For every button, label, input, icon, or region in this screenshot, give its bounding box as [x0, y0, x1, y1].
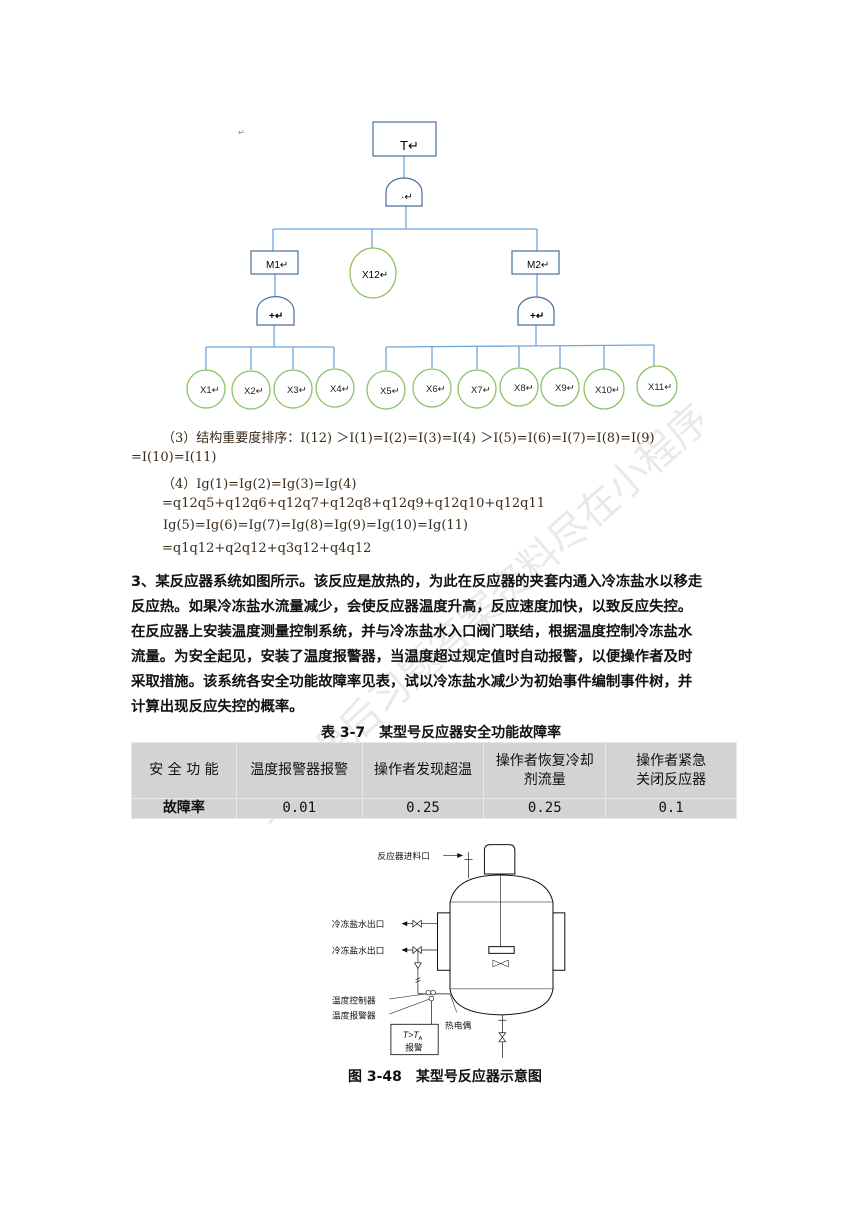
label-feed-inlet: 反应器进料口 — [377, 850, 430, 861]
basic-event-x6 — [412, 368, 452, 408]
label-x2: X2↵ — [244, 386, 264, 397]
reactor-vessel — [449, 874, 554, 1016]
label-x5: X5↵ — [380, 386, 400, 397]
svg-text:+↵: +↵ — [269, 311, 283, 322]
propeller — [492, 959, 509, 968]
answer-structural-importance-cont: =I(10)=I(11) — [131, 450, 217, 465]
svg-text:T↵: T↵ — [400, 138, 419, 153]
svg-text:X12↵: X12↵ — [362, 270, 388, 281]
basic-event-x3 — [273, 369, 313, 409]
problem-line: 在反应器上安装温度测量控制系统，并与冷冻盐水入口阀门联结，根据温度控制冷冻盐水 — [131, 624, 693, 640]
failure-rate-table: 安 全 功 能 温度报警器报警 操作者发现超温 操作者恢复冷却剂流量 操作者紧急… — [131, 742, 737, 819]
header-line: 操作者恢复冷却 — [495, 752, 594, 769]
header-line: 剂流量 — [523, 771, 566, 788]
temperature-controller — [425, 989, 432, 996]
label-brine-outlet-2: 冷冻盐水出口 — [332, 944, 385, 955]
header-cell: 温度报警器报警 — [235, 742, 363, 799]
reactor-schematic: 反应器进料口 冷冻盐水出口 冷冻盐水出口 温度控制器 温度报警器 热电偶 T>T… — [332, 844, 566, 1059]
problem-line: 3、某反应器系统如图所示。该反应是放热的，为此在反应器的夹套内通入冷冻盐水以移走 — [131, 574, 703, 590]
header-line: 关闭反应器 — [636, 771, 707, 788]
valve-outlet-1 — [412, 919, 422, 928]
answer-critical-importance: （4）Ig(1)=Ig(2)=Ig(3)=Ig(4) — [162, 477, 357, 492]
header-cell: 安 全 功 能 — [131, 742, 237, 799]
header-cell: 操作者恢复冷却剂流量 — [483, 742, 607, 799]
problem-line: 流量。为安全起见，安装了温度报警器，当温度超过规定值时自动报警，以便操作者及时 — [131, 649, 693, 665]
jacket-right — [552, 912, 566, 971]
top-event: T↵ — [372, 121, 437, 157]
svg-text:M2↵: M2↵ — [527, 260, 549, 271]
table-cell: 0.01 — [235, 798, 363, 819]
impeller — [488, 946, 515, 954]
valve-outlet-2 — [412, 945, 422, 955]
header-cell: 操作者发现超温 — [361, 742, 485, 799]
motor — [483, 844, 516, 875]
fault-tree-diagram: ↵ T↵ ·↵ M1↵ M2↵ X12↵ +↵ +↵ — [186, 121, 678, 410]
table-cell: 0.1 — [605, 798, 737, 819]
svg-text:M1↵: M1↵ — [266, 260, 288, 271]
label-x4: X4↵ — [330, 384, 350, 395]
label-x11: X11↵ — [648, 382, 672, 393]
table-caption: 表 3-7 某型号反应器安全功能故障率 — [321, 725, 562, 741]
table-header-row: 安 全 功 能 温度报警器报警 操作者发现超温 操作者恢复冷却剂流量 操作者紧急… — [131, 742, 737, 799]
basic-event-x1 — [186, 369, 226, 409]
basic-event-x5 — [366, 370, 406, 410]
basic-event-x9 — [540, 367, 580, 407]
basic-event-x8 — [499, 367, 539, 407]
label-temp-controller: 温度控制器 — [332, 994, 376, 1005]
svg-text:·↵: ·↵ — [401, 192, 413, 203]
label-x6: X6↵ — [426, 384, 446, 395]
basic-event-x12: X12↵ — [349, 247, 397, 299]
label-x3: X3↵ — [287, 385, 307, 396]
problem-line: 计算出现反应失控的概率。 — [131, 699, 304, 715]
alarm-condition: T>TA — [403, 1030, 423, 1042]
basic-event-x11 — [636, 365, 678, 407]
basic-event-x4 — [315, 368, 355, 408]
label-x9: X9↵ — [555, 383, 575, 394]
label-brine-outlet-1: 冷冻盐水出口 — [332, 918, 385, 929]
tree-connectors — [205, 156, 655, 370]
answer-equality-2: Ig(5)=Ig(6)=Ig(7)=Ig(8)=Ig(9)=Ig(10)=Ig(… — [163, 518, 468, 533]
intermediate-event-m1: M1↵ — [250, 250, 299, 275]
label-thermocouple: 热电偶 — [445, 1019, 472, 1030]
answer-structural-importance: （3）结构重要度排序：I(12) ＞I(1)=I(2)=I(3)=I(4) ＞I… — [162, 431, 655, 446]
jacket-left — [437, 912, 451, 971]
label-x7: X7↵ — [471, 385, 491, 396]
label-x10: X10↵ — [595, 385, 620, 396]
row-label: 故障率 — [131, 798, 237, 819]
alarm-label: 报警 — [405, 1042, 423, 1053]
paragraph-mark: ↵ — [238, 128, 245, 137]
answer-formula-1: =q12q5+q12q6+q12q7+q12q8+q12q9+q12q10+q1… — [162, 496, 545, 511]
figure-caption: 图 3-48 某型号反应器示意图 — [348, 1069, 542, 1085]
basic-event-x10 — [583, 368, 625, 410]
thermocouple-lead — [449, 993, 457, 1013]
problem-line: 采取措施。该系统各安全功能故障率见表，试以冷冻盐水减少为初始事件编制事件树，并 — [131, 674, 693, 690]
and-gate: ·↵ — [385, 177, 423, 207]
temperature-alarm — [428, 995, 435, 1002]
alarm-box — [390, 1023, 439, 1056]
valve-bottom — [498, 1032, 507, 1043]
label-x1: X1↵ — [200, 385, 220, 396]
header-cell: 操作者紧急关闭反应器 — [605, 742, 737, 799]
label-x8: X8↵ — [514, 383, 534, 394]
or-gate-right: +↵ — [517, 296, 555, 326]
intermediate-event-m2: M2↵ — [511, 250, 560, 275]
problem-statement: 3、某反应器系统如图所示。该反应是放热的，为此在反应器的夹套内通入冷冻盐水以移走… — [131, 570, 741, 720]
answer-formula-2: =q1q12+q2q12+q3q12+q4q12 — [162, 541, 372, 556]
basic-event-x2 — [231, 370, 271, 410]
problem-line: 反应热。如果冷冻盐水流量减少，会使反应器温度升高，反应速度加快，以致反应失控。 — [131, 599, 693, 615]
table-cell: 0.25 — [361, 798, 485, 819]
basic-event-x7 — [457, 369, 497, 409]
table-row: 故障率 0.01 0.25 0.25 0.1 — [131, 798, 737, 819]
label-temp-alarm: 温度报警器 — [332, 1010, 376, 1021]
svg-text:+↵: +↵ — [530, 311, 544, 322]
table-cell: 0.25 — [483, 798, 607, 819]
or-gate-left: +↵ — [256, 296, 295, 326]
header-line: 操作者紧急 — [636, 752, 707, 769]
